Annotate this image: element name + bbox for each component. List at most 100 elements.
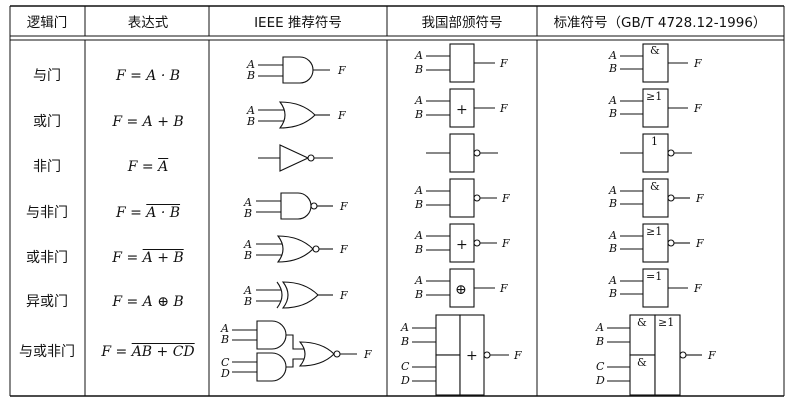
- svg-text:+: +: [456, 237, 468, 253]
- gbt-and-gate: A B & F: [608, 43, 702, 83]
- header-ieee: IEEE 推荐符号: [254, 15, 342, 31]
- svg-text:A: A: [243, 196, 252, 209]
- svg-text:B: B: [414, 243, 423, 256]
- svg-text:B: B: [243, 207, 252, 220]
- svg-text:D: D: [400, 374, 410, 387]
- svg-text:B: B: [246, 69, 255, 82]
- header-gate: 逻辑门: [26, 15, 68, 31]
- ministry-aoi-gate: A B C D + F: [400, 314, 522, 396]
- expr-xor: F = A ⊕ B: [112, 294, 184, 310]
- svg-text:B: B: [246, 115, 255, 128]
- ministry-or-gate: A B + F: [414, 88, 508, 128]
- ministry-not-gate: [426, 133, 498, 173]
- svg-text:1: 1: [651, 135, 658, 148]
- svg-text:F: F: [499, 282, 508, 295]
- svg-text:F: F: [337, 109, 346, 122]
- gate-name-not: 非门: [33, 159, 61, 175]
- ieee-and-gate: A B F: [246, 56, 346, 84]
- svg-text:A: A: [608, 229, 617, 242]
- svg-text:A: A: [608, 49, 617, 62]
- svg-text:B: B: [414, 288, 423, 301]
- svg-text:B: B: [220, 333, 229, 346]
- ministry-nand-gate: A B F: [414, 178, 510, 218]
- expr-or: F = A + B: [112, 114, 184, 130]
- svg-text:⊕: ⊕: [455, 282, 467, 298]
- ieee-xor-gate: A B F: [243, 281, 348, 309]
- svg-text:B: B: [400, 335, 409, 348]
- svg-text:B: B: [608, 242, 617, 255]
- svg-text:A: A: [400, 321, 409, 334]
- header-expression: 表达式: [127, 15, 169, 31]
- svg-text:F: F: [693, 102, 702, 115]
- svg-text:A: A: [608, 274, 617, 287]
- svg-text:F: F: [499, 102, 508, 115]
- gate-name-aoi: 与或非门: [19, 344, 75, 360]
- svg-text:≥1: ≥1: [658, 316, 674, 329]
- svg-text:F: F: [693, 57, 702, 70]
- ministry-xor-gate: A B ⊕ F: [414, 268, 508, 308]
- svg-text:A: A: [595, 321, 604, 334]
- svg-text:F: F: [707, 349, 716, 362]
- svg-text:B: B: [595, 335, 604, 348]
- svg-text:B: B: [608, 287, 617, 300]
- svg-text:F: F: [337, 64, 346, 77]
- svg-text:&: &: [637, 356, 647, 369]
- svg-text:A: A: [220, 322, 229, 335]
- svg-text:B: B: [608, 107, 617, 120]
- svg-text:A: A: [608, 184, 617, 197]
- svg-text:B: B: [414, 198, 423, 211]
- expr-nor: F = A + B: [112, 250, 184, 266]
- svg-text:A: A: [608, 94, 617, 107]
- gate-name-nand: 与非门: [26, 205, 68, 221]
- svg-text:B: B: [608, 197, 617, 210]
- svg-text:A: A: [246, 58, 255, 71]
- gbt-not-gate: 1: [620, 133, 692, 173]
- svg-text:+: +: [466, 348, 478, 364]
- gbt-aoi-gate: A B C D & & ≥1 F: [595, 314, 716, 396]
- svg-text:A: A: [243, 284, 252, 297]
- gate-name-nor: 或非门: [26, 250, 68, 266]
- svg-text:F: F: [693, 282, 702, 295]
- expr-and: F = A · B: [115, 68, 181, 84]
- ministry-and-gate: A B F: [414, 43, 508, 83]
- svg-text:D: D: [220, 367, 230, 380]
- svg-text:A: A: [414, 229, 423, 242]
- gbt-or-gate: A B ≥1 F: [608, 88, 702, 128]
- svg-text:C: C: [596, 360, 605, 373]
- svg-text:B: B: [414, 108, 423, 121]
- svg-text:C: C: [401, 360, 410, 373]
- svg-text:F: F: [501, 237, 510, 250]
- header-gbt: 标准符号（GB/T 4728.12-1996）: [553, 15, 767, 31]
- svg-text:≥1: ≥1: [646, 225, 662, 238]
- svg-text:B: B: [243, 295, 252, 308]
- svg-text:&: &: [650, 180, 660, 193]
- gbt-nand-gate: A B & F: [608, 178, 704, 218]
- svg-text:F: F: [339, 289, 348, 302]
- svg-text:F: F: [339, 243, 348, 256]
- table-rules: [9, 5, 785, 397]
- svg-text:A: A: [414, 49, 423, 62]
- svg-text:F: F: [363, 348, 372, 361]
- gate-name-and: 与门: [33, 68, 61, 84]
- svg-text:F: F: [339, 200, 348, 213]
- ministry-nor-gate: A B + F: [414, 223, 510, 263]
- svg-text:=1: =1: [646, 270, 662, 283]
- header-ministry: 我国部颁符号: [421, 15, 503, 31]
- svg-text:D: D: [595, 374, 605, 387]
- svg-text:&: &: [637, 316, 647, 329]
- ieee-not-gate: [258, 144, 333, 172]
- svg-text:≥1: ≥1: [646, 90, 662, 103]
- svg-text:A: A: [414, 184, 423, 197]
- gate-name-or: 或门: [33, 114, 61, 130]
- expr-not: F = A: [127, 159, 169, 175]
- expr-aoi: F = AB + CD: [101, 344, 195, 360]
- svg-text:A: A: [246, 104, 255, 117]
- expr-nand: F = A · B: [115, 205, 181, 221]
- svg-text:A: A: [414, 94, 423, 107]
- svg-text:F: F: [695, 237, 704, 250]
- svg-text:&: &: [650, 44, 660, 57]
- svg-text:+: +: [456, 102, 468, 118]
- svg-text:F: F: [499, 57, 508, 70]
- ieee-aoi-gate: A B C D F: [220, 320, 372, 382]
